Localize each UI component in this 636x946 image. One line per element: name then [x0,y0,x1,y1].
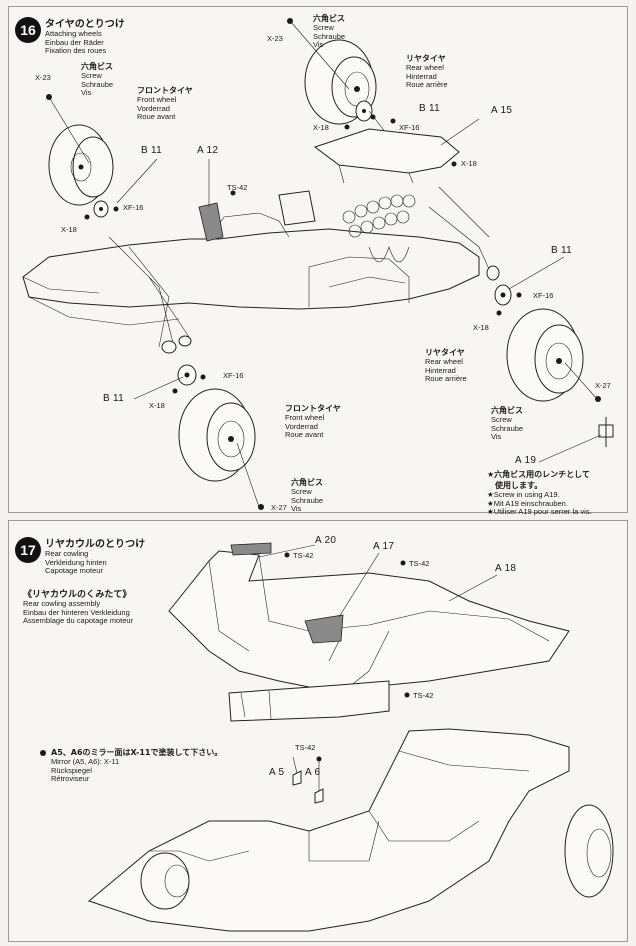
rear-wheel-top: リヤタイヤ Rear wheel Hinterrad Roue arrière [406,54,448,90]
label-x18-right: X-18 [473,323,489,332]
label-xf16-bottom: XF-16 [223,371,244,380]
title-jp: リヤカウルのとりつけ [45,539,146,550]
label-ts42-lower: TS-42 [413,691,434,700]
label-ts42: TS-42 [227,183,248,192]
label-x18-left: X-18 [61,225,77,234]
screw-bottom: 六角ビス Screw Schraube Vis [291,478,324,514]
step-16-panel: 16 タイヤのとりつけ Attaching wheels Einbau der … [8,6,628,516]
title-en: Attaching wheels [45,29,102,38]
label-x27-right: X-27 [595,381,611,390]
label-ts42-a17: TS-42 [409,559,430,568]
label-a15: A 15 [491,105,513,116]
screw-top: 六角ビス Screw Schraube Vis [313,14,346,50]
label-a17: A 17 [373,541,395,552]
label-a12: A 12 [197,145,219,156]
label-ts42-a20: TS-42 [293,551,314,560]
step-17-panel: 17 リヤカウルのとりつけ Rear cowling Verkleidung h… [8,520,628,942]
label-x23-left: X-23 [35,73,51,82]
subassembly-title: 《リヤカウルのくみたて》 Rear cowling assembly Einba… [23,587,133,626]
title-jp: タイヤのとりつけ [45,19,125,30]
label-a6: A 6 [305,767,321,778]
title-de: Einbau der Räder [45,37,104,47]
step-title: リヤカウルのとりつけ Rear cowling Verkleidung hint… [45,535,145,576]
front-wheel-bottom-drawing [178,388,256,482]
label-x18-mid: X-18 [461,159,477,168]
step-number: 16 [15,17,41,43]
label-x27-bottom: X-27 [271,503,287,512]
step-title: タイヤのとりつけ Attaching wheels Einbau der Räd… [45,15,125,56]
label-a18: A 18 [495,563,517,574]
title-de: Verkleidung hinten [45,557,107,567]
label-xf16-left: XF-16 [123,203,144,212]
label-ts42-mirror: TS-42 [295,743,316,752]
step-16-illustration [22,18,614,510]
label-b11-left: B 11 [141,145,163,156]
label-b11-right: B 11 [551,245,573,256]
title-fr: Capotage moteur [45,566,103,576]
label-a5: A 5 [269,767,285,778]
front-wheel-left: フロントタイヤ Front wheel Vorderrad Roue avant [137,86,193,122]
title-en: Rear cowling [45,549,89,558]
label-a19: A 19 [515,455,537,466]
label-xf16-right: XF-16 [533,291,554,300]
sub-title-jp: 《リヤカウルのくみたて》 [23,590,132,600]
label-b11-bottom: B 11 [103,393,125,404]
front-wheel-left-drawing [48,124,114,206]
screw-left: 六角ビス Screw Schraube Vis [81,62,114,98]
screw-right: 六角ビス Screw Schraube Vis [491,406,524,442]
label-x18-bottom: X-18 [149,401,165,410]
rear-wheel-right-drawing [506,308,584,402]
mirror-note: A5、A6のミラー面はX-11で塗装して下さい。 Mirror (A5, A6)… [51,748,223,784]
front-wheel-bottom: フロントタイヤ Front wheel Vorderrad Roue avant [285,404,341,440]
step-17-illustration [40,542,614,932]
label-x18-top: X-18 [313,123,329,132]
title-fr: Fixation des roues [45,46,107,56]
rear-wheel-right: リヤタイヤ Rear wheel Hinterrad Roue arrière [425,348,467,384]
label-a20: A 20 [315,535,337,546]
wrench-note: ★六角ビス用のレンチとして 使用します。 ★Screw in using A19… [487,470,592,517]
step-number: 17 [15,537,41,563]
label-x23-top: X-23 [267,34,283,43]
label-xf16-top: XF-16 [399,123,420,132]
label-b11-top: B 11 [419,103,441,114]
